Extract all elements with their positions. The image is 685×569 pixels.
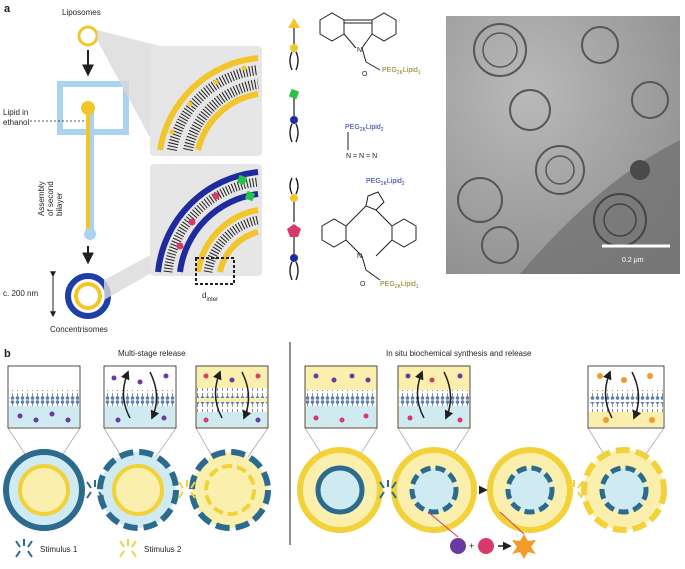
left-title: Multi-stage release bbox=[118, 349, 186, 358]
d-main: d bbox=[202, 291, 206, 300]
vesicle-7 bbox=[581, 447, 667, 533]
assembly-line-3: bilayer bbox=[55, 192, 64, 216]
n-atom-1: N bbox=[357, 47, 362, 54]
peg-lipid2-label-b: PEG2KLipid2 bbox=[366, 178, 405, 187]
scale-bar-label: 0.2 μm bbox=[622, 257, 644, 264]
lipid-icon-3 bbox=[287, 177, 301, 281]
stimulus2-label: Stimulus 2 bbox=[144, 545, 182, 554]
ethanol-label: ethanol bbox=[3, 118, 29, 127]
stimulus2-icon bbox=[178, 480, 196, 499]
liposome-icon bbox=[77, 25, 99, 47]
zoom-bilayer-single bbox=[150, 46, 262, 156]
peg-lipid1-label-b: PEG2KLipid1 bbox=[380, 281, 419, 290]
lipid-icon-2 bbox=[288, 88, 300, 143]
zoom-bilayer-double bbox=[150, 164, 262, 285]
peg-lipid1-label: PEG2KLipid1 bbox=[382, 67, 421, 76]
peg2-a: PEG bbox=[345, 124, 360, 131]
panel-a-label: a bbox=[4, 3, 11, 15]
assembly-label: Assembly of second bilayer bbox=[37, 181, 64, 216]
vesicle-2 bbox=[97, 449, 179, 531]
liposomes-label: Liposomes bbox=[62, 8, 101, 17]
panel-b-label: b bbox=[4, 348, 11, 360]
triazole-structure bbox=[321, 191, 417, 281]
o-atom-1: O bbox=[362, 71, 368, 78]
vesicle-5 bbox=[391, 447, 477, 533]
assembly-line-2: of second bbox=[46, 181, 55, 216]
zoom-funnel-2 bbox=[104, 250, 160, 300]
peg2-d: 2 bbox=[381, 127, 384, 133]
lipid-in-label: Lipid in bbox=[3, 108, 28, 117]
stimulus1-label: Stimulus 1 bbox=[40, 545, 78, 554]
peg1-b: 2K bbox=[397, 70, 404, 76]
n-atom-2: N bbox=[357, 253, 362, 260]
d-sub: inter bbox=[206, 297, 218, 303]
legend-stimulus2-icon bbox=[119, 539, 137, 558]
microfluidic-device bbox=[57, 81, 129, 240]
d-inter-label: dinter bbox=[202, 291, 218, 303]
peg2-b: 2K bbox=[360, 127, 367, 133]
lipid-icon-1 bbox=[288, 18, 300, 71]
svg-text:+: + bbox=[469, 541, 474, 551]
o-atom-2: O bbox=[360, 281, 366, 288]
zoom-funnel-1 bbox=[97, 30, 160, 156]
molecule-dots bbox=[17, 373, 655, 423]
vesicle-6 bbox=[487, 447, 573, 533]
tem-micrograph bbox=[446, 16, 680, 274]
vesicle-1 bbox=[3, 449, 85, 531]
azide-group: N = N = N bbox=[346, 153, 377, 160]
dbco-structure bbox=[319, 12, 397, 71]
stimulus1-icon bbox=[86, 480, 104, 499]
stimulus1-icon-2 bbox=[379, 480, 397, 499]
peg1-a: PEG bbox=[382, 67, 397, 74]
right-title: In situ biochemical synthesis and releas… bbox=[386, 349, 532, 358]
peg1-d: 1 bbox=[418, 70, 421, 76]
size-label: c. 200 nm bbox=[3, 289, 38, 298]
stimulus2-icon-2 bbox=[565, 480, 583, 499]
reaction-scheme: + bbox=[427, 511, 536, 559]
peg-lipid2-label: PEG2KLipid2 bbox=[345, 124, 384, 133]
concentrisomes-label: Concentrisomes bbox=[50, 325, 108, 334]
vesicle-3 bbox=[189, 449, 271, 531]
assembly-line-1: Assembly bbox=[37, 181, 46, 216]
peg2-c: Lipid bbox=[366, 124, 381, 131]
peg1-c: Lipid bbox=[403, 67, 418, 74]
legend-stimulus1-icon bbox=[15, 539, 33, 558]
concentrisome-inner bbox=[74, 282, 102, 310]
vesicle-4 bbox=[297, 447, 383, 533]
